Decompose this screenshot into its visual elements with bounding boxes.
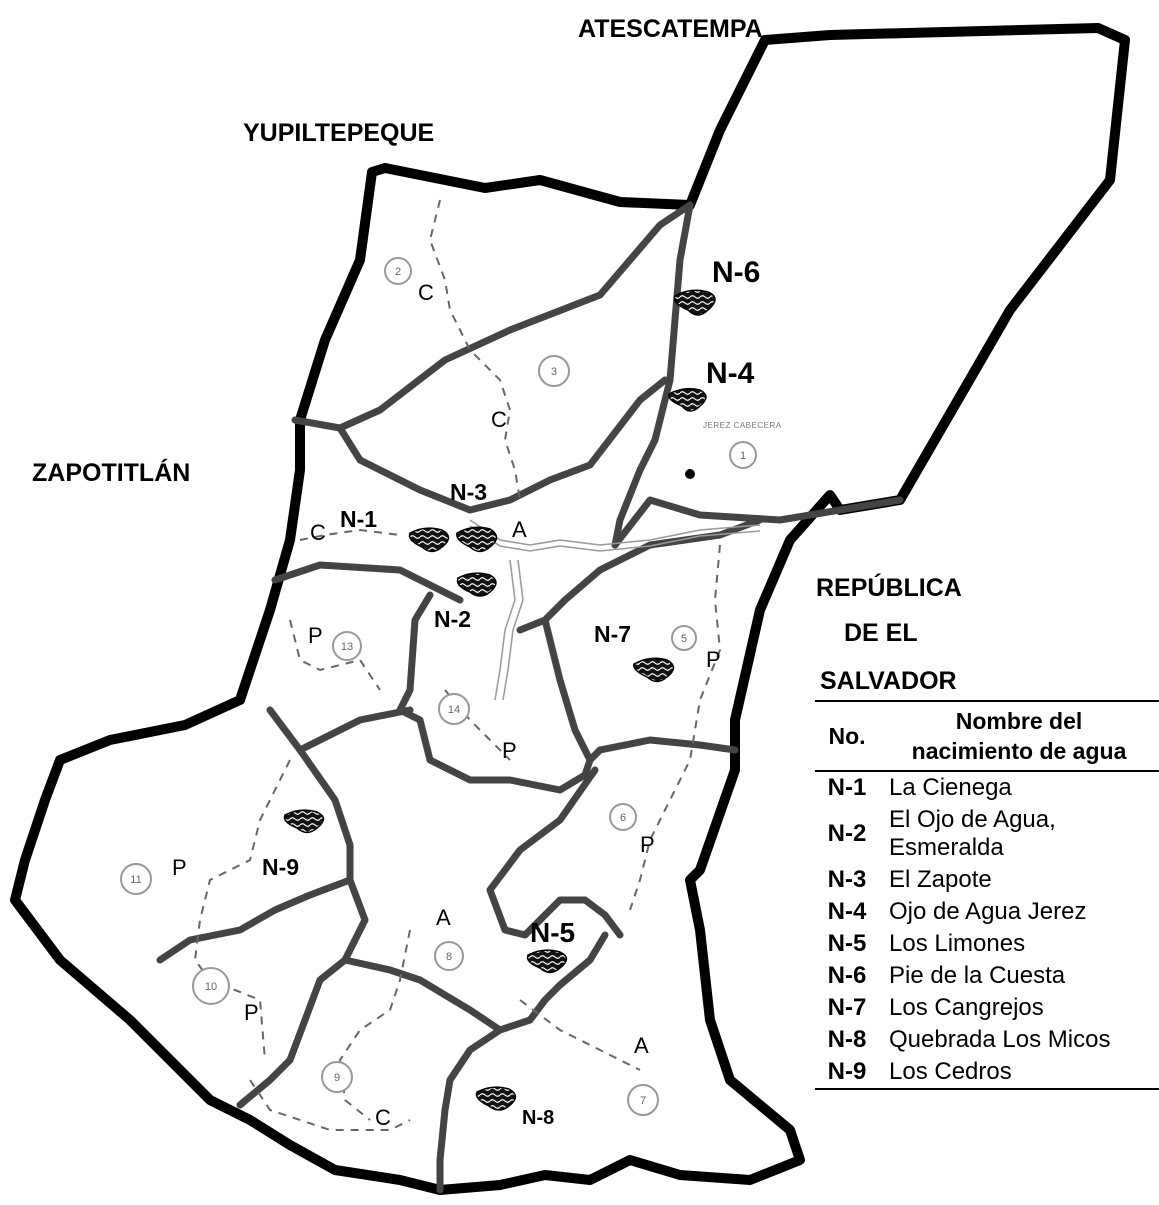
legend-code: N-1 (827, 774, 867, 801)
legend-row: N-6 Pie de la Cuesta (815, 960, 1159, 992)
spring-marker-n5 (526, 949, 568, 974)
spring-label-n7: N-7 (594, 621, 631, 647)
legend-row: N-4 Ojo de Agua Jerez (815, 896, 1159, 928)
legend-row: N-3 El Zapote (815, 864, 1159, 896)
legend-code: N-5 (827, 930, 867, 957)
legend-name: Pie de la Cuesta (889, 962, 1066, 989)
neighbor-east-line1: REPÚBLICA (816, 572, 962, 602)
legend-name: Los Limones (889, 930, 1026, 957)
legend-code: N-6 (827, 962, 867, 989)
circle-number: 8 (446, 951, 452, 963)
legend-row: N-2 El Ojo de Agua, Esmeralda (815, 804, 1159, 864)
legend-col-no: No. (828, 722, 866, 749)
zone-letter: P (640, 832, 655, 857)
legend-name: El Zapote (889, 866, 992, 893)
zone-letter: P (502, 738, 517, 763)
internal-boundaries (156, 201, 904, 1194)
legend-name-line1: El Ojo de Agua, (889, 806, 1056, 833)
circle-number: 11 (130, 874, 141, 886)
legend-name: El Ojo de Agua, Esmeralda (879, 804, 1159, 864)
circle-number: 10 (205, 981, 217, 993)
neighbor-west: ZAPOTITLÁN (32, 458, 190, 487)
numbered-circles (120, 257, 757, 1116)
spring-label-n4: N-4 (706, 357, 755, 390)
spring-label-n8: N-8 (522, 1107, 554, 1129)
spring-marker-n2 (456, 572, 497, 597)
roads (469, 519, 761, 701)
legend-table: No. Nombre del nacimiento de agua N-1 La… (815, 700, 1159, 1090)
spring-marker-n3 (456, 526, 498, 553)
zone-letter: P (172, 855, 187, 880)
legend-row: N-1 La Cienega (815, 771, 1159, 804)
circle-number: 2 (395, 266, 401, 278)
circle-number: 5 (681, 633, 687, 645)
legend-name: Los Cedros (889, 1058, 1012, 1085)
legend-name: La Cienega (889, 774, 1012, 801)
spring-marker-n1 (408, 527, 450, 553)
legend-code: N-3 (827, 866, 867, 893)
neighbor-east-line3: SALVADOR (820, 667, 957, 695)
legend-code: N-2 (827, 820, 867, 847)
spring-marker-n9 (283, 809, 325, 834)
spring-marker-n6 (673, 289, 716, 316)
circle-number: 6 (620, 812, 626, 824)
town-label: JEREZ CABECERA (703, 421, 782, 430)
legend-col-name-line1: Nombre del (955, 708, 1083, 734)
neighbor-east-line2: DE EL (844, 619, 918, 647)
spring-label-n3: N-3 (450, 479, 487, 505)
zone-letter: P (706, 647, 721, 672)
circle-number: 14 (448, 704, 460, 716)
neighbor-northwest: YUPILTEPEQUE (243, 119, 434, 147)
zone-letter: C (491, 407, 507, 432)
circle-number: 3 (551, 366, 557, 378)
legend-code: N-7 (827, 994, 867, 1021)
legend-col-name: Nombre del nacimiento de agua (879, 701, 1159, 771)
spring-label-n9: N-9 (262, 854, 299, 880)
spring-label-n6: N-6 (712, 256, 760, 289)
zone-letter: A (512, 517, 527, 542)
spring-markers (283, 289, 716, 1111)
zone-letter: A (436, 905, 451, 930)
zone-letter: C (418, 280, 434, 305)
municipality-boundary (10, 23, 1130, 1195)
circle-number: 1 (740, 450, 746, 462)
legend-code: N-8 (827, 1026, 867, 1053)
spring-marker-n8 (475, 1086, 517, 1111)
zone-letter: C (310, 520, 326, 545)
legend-row: N-5 Los Limones (815, 928, 1159, 960)
zone-letter: C (375, 1105, 391, 1130)
zone-letters: C C C A P P P P P A A P C (172, 280, 721, 1130)
spring-label-n2: N-2 (434, 606, 471, 632)
legend-header-row: No. Nombre del nacimiento de agua (815, 701, 1159, 771)
legend-row: N-8 Quebrada Los Micos (815, 1024, 1159, 1056)
town-center-dot (685, 469, 695, 479)
spring-label-n1: N-1 (340, 506, 377, 532)
legend-col-name-line2: nacimiento de agua (911, 738, 1127, 764)
legend-name-line2: Esmeralda (889, 834, 1004, 861)
circle-number: 13 (341, 641, 353, 653)
legend-code: N-4 (827, 898, 867, 925)
zone-letter: A (634, 1033, 649, 1058)
zone-letter: P (308, 623, 323, 648)
legend-name: Los Cangrejos (889, 994, 1044, 1021)
legend-code: N-9 (827, 1058, 867, 1085)
neighbor-north: ATESCATEMPA (578, 15, 763, 43)
legend-row: N-9 Los Cedros (815, 1056, 1159, 1089)
zone-letter: P (244, 1000, 259, 1025)
legend-name: Quebrada Los Micos (889, 1026, 1111, 1053)
legend-name: Ojo de Agua Jerez (889, 898, 1087, 925)
spring-marker-n7 (633, 657, 675, 683)
spring-marker-n4 (668, 387, 707, 412)
circle-numbers: 2 3 1 5 6 13 14 11 8 10 9 7 (130, 266, 746, 1107)
legend-row: N-7 Los Cangrejos (815, 992, 1159, 1024)
spring-labels: N-6 N-4 N-3 N-1 N-2 N-7 N-9 N-5 N-8 (262, 256, 760, 1129)
circle-number: 9 (334, 1072, 340, 1084)
circle-number: 7 (640, 1095, 646, 1107)
spring-label-n5: N-5 (530, 917, 575, 948)
neighbor-labels: ATESCATEMPA YUPILTEPEQUE ZAPOTITLÁN REPÚ… (32, 15, 962, 695)
